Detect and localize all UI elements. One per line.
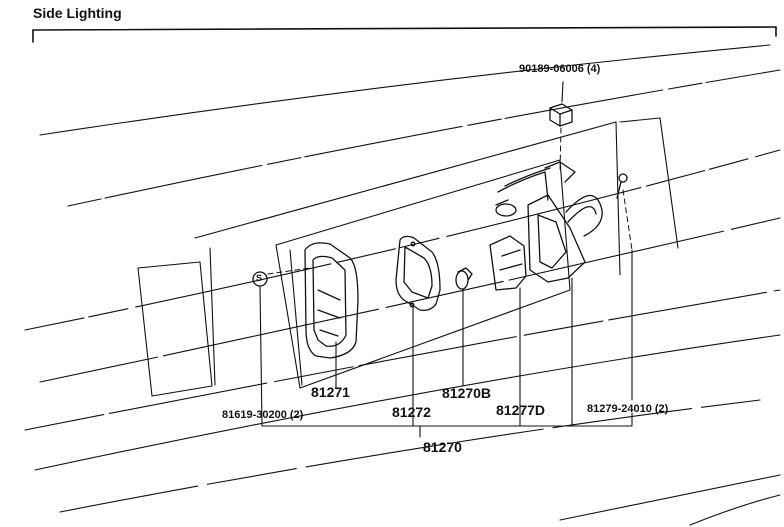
side-panel-recess	[137, 117, 679, 397]
leader-lines	[259, 81, 633, 438]
lamp-bulb	[455, 267, 473, 290]
part-number-81619: 81619-30200 (2)	[222, 409, 304, 421]
gasket-mark-letter: S	[256, 273, 263, 283]
lamp-mounting-plate	[275, 159, 571, 389]
retaining-clip	[549, 103, 573, 127]
lamp-socket	[489, 235, 527, 291]
part-number-81270: 81270	[423, 439, 462, 455]
part-number-81272: 81272	[392, 404, 431, 420]
part-number-81271: 81271	[311, 384, 350, 400]
diagram-title: Side Lighting	[33, 5, 122, 21]
body-panel-lines	[24, 44, 781, 526]
part-number-90189: 90189-06006 (4)	[519, 63, 601, 75]
part-number-81270b: 81270B	[442, 385, 492, 401]
gasket-mark	[252, 271, 268, 287]
lamp-gasket	[395, 235, 441, 312]
assembly-lines	[267, 127, 633, 275]
part-number-81279: 81279-24010 (2)	[587, 403, 669, 415]
frame-bracket	[32, 26, 777, 43]
lamp-housing-wiring	[495, 161, 603, 283]
lamp-lens	[304, 242, 359, 359]
part-number-81277d: 81277D	[496, 402, 546, 418]
mounting-screw	[616, 173, 628, 199]
